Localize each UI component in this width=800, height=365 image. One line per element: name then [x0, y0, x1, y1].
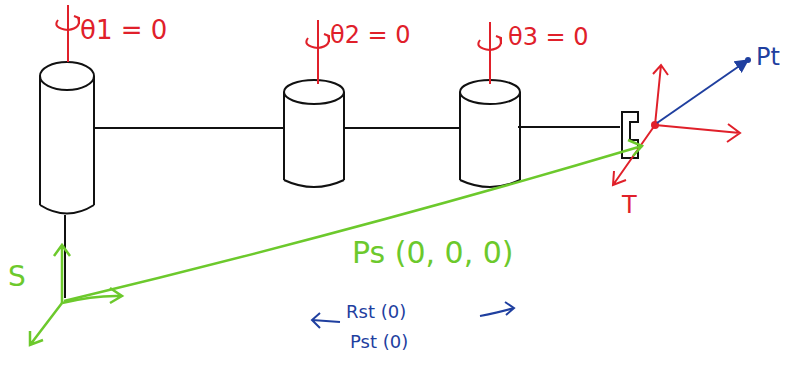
tool-frame	[613, 65, 740, 185]
direction-arrows	[312, 302, 514, 328]
joint-axes	[56, 5, 501, 84]
position-label: Ps (0, 0, 0)	[352, 236, 514, 269]
frame-label: S	[8, 262, 26, 293]
rotation-label: Rst (0)	[346, 302, 406, 322]
point-label: Pt	[756, 44, 780, 70]
joint-angle: θ2 = 0	[330, 22, 411, 48]
point-vector	[657, 60, 748, 123]
frame-label: T	[622, 192, 637, 218]
spatial-frame	[30, 140, 642, 345]
target-point	[745, 57, 751, 63]
robot-arm	[40, 62, 638, 298]
joint-angle: θ3 = 0	[508, 24, 589, 50]
joint-angle: θ1 = 0	[80, 16, 167, 45]
position-label: Pst (0)	[350, 332, 408, 352]
